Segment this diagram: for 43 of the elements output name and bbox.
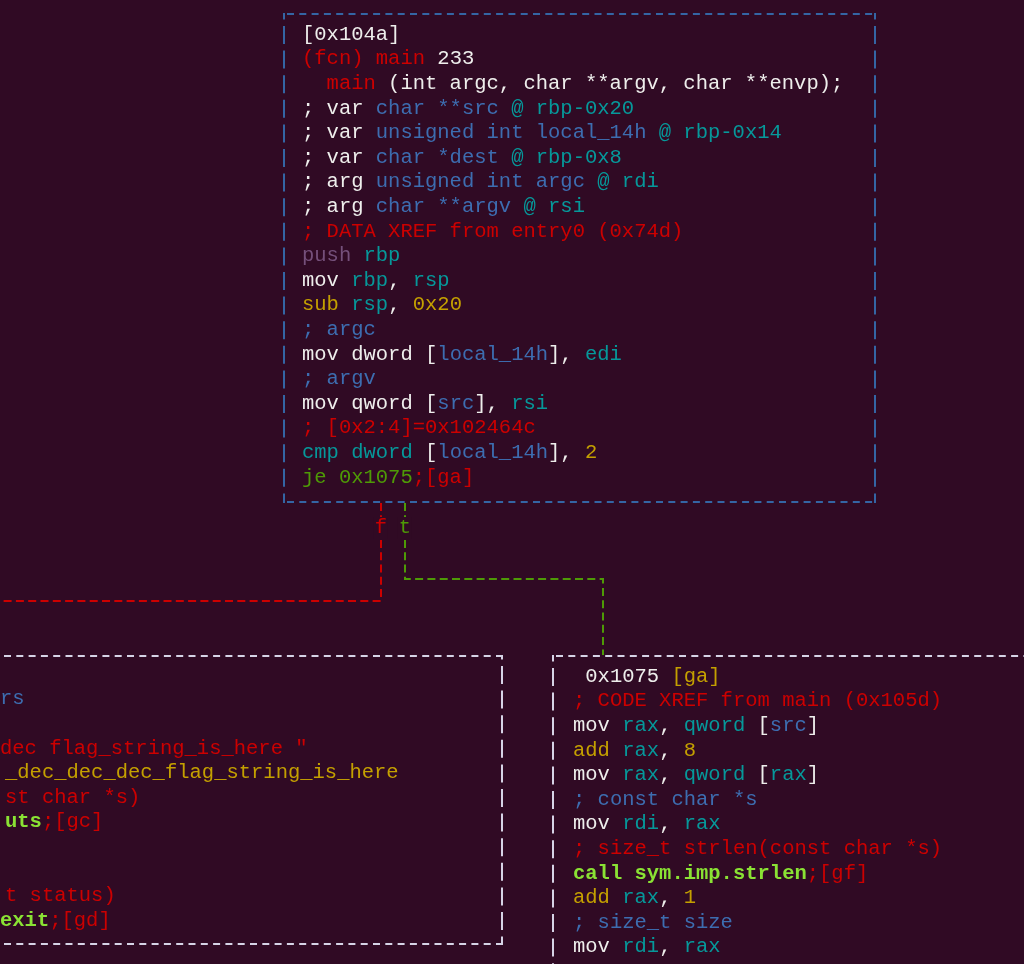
code-block <box>0 655 503 945</box>
code-block <box>283 13 876 503</box>
code-line: [0x104a] <box>302 22 401 48</box>
code-line: je 0x1075;[ga] <box>302 465 475 491</box>
branch-line <box>404 502 604 656</box>
code-line: _dec_dec_dec_flag_string_is_here <box>5 761 399 786</box>
code-line: push rbp <box>302 244 401 269</box>
code-line: mov rax, qword [rax] <box>573 763 820 788</box>
code-line: mov rax, qword [src] <box>573 713 820 739</box>
code-line: sub rsp, 0x20 <box>302 293 462 318</box>
code-line: t status) <box>5 884 116 909</box>
code-line: dec flag_string_is_here " <box>0 736 308 762</box>
code-line: add rax, 8 <box>573 738 697 764</box>
code-line: ; DATA XREF from entry0 (0x74d) <box>302 219 684 245</box>
code-line: st char *s) <box>5 785 141 811</box>
code-line: call sym.imp.strlen;[gf] <box>573 861 869 887</box>
edge-label: f <box>373 517 389 539</box>
code-line: main (int argc, char **argv, char **envp); <box>326 71 844 97</box>
code-line: add rax, 1 <box>573 886 697 911</box>
code-line: (fcn) main 233 <box>302 47 475 72</box>
code-line: ; argv <box>302 367 376 392</box>
code-line: exit;[gd] <box>0 908 111 934</box>
code-line: cmp dword [local_14h], 2 <box>302 440 598 466</box>
code-line: ; var unsigned int local_14h @ rbp-0x14 <box>302 121 782 146</box>
code-line: mov qword [src], rsi <box>302 391 549 417</box>
code-line: rs <box>0 687 25 712</box>
code-line: ; var char *dest @ rbp-0x8 <box>302 145 622 171</box>
code-line: 0x1075 [ga] <box>585 664 721 690</box>
code-line: ; arg char **argv @ rsi <box>302 194 585 220</box>
code-line: ; [0x2:4]=0x102464c <box>302 416 536 441</box>
code-line: uts;[gc] <box>5 810 104 835</box>
code-line: ; size_t size <box>573 910 733 936</box>
code-line: mov rdi, rax <box>573 935 721 960</box>
code-line: ; arg unsigned int argc @ rdi <box>302 170 659 195</box>
code-line: ; var char **src @ rbp-0x20 <box>302 96 635 122</box>
code-line: mov rbp, rsp <box>302 268 450 294</box>
code-block <box>552 655 1024 964</box>
code-line: ; argc <box>302 317 376 343</box>
code-line: ; const char *s <box>573 787 758 813</box>
code-line: ; size_t strlen(const char *s) <box>573 836 943 862</box>
code-line: mov rdi, rax <box>573 812 721 837</box>
code-line: mov dword [local_14h], edi <box>302 342 622 368</box>
code-line: ; CODE XREF from main (0x105d) <box>573 689 943 714</box>
